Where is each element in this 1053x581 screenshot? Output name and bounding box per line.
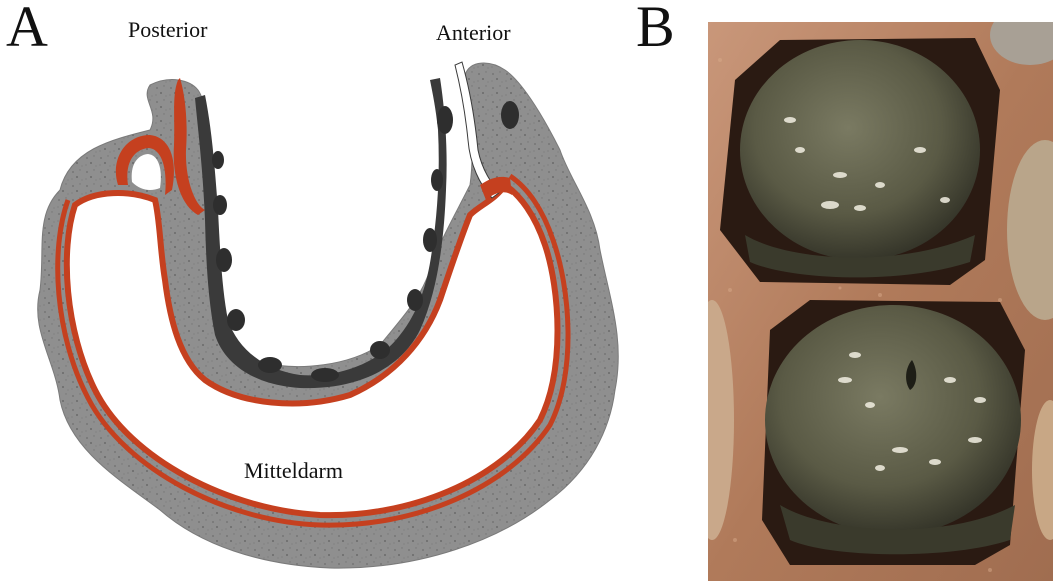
nerve-cord <box>195 78 447 388</box>
larva-top <box>740 40 980 260</box>
label-posterior: Posterior <box>128 17 207 43</box>
panel-b-letter: B <box>636 0 675 56</box>
embryo-diagram <box>38 62 619 568</box>
label-midgut: Mitteldarm <box>244 458 343 484</box>
larva-bottom <box>765 305 1021 535</box>
neighbor-cell-left <box>690 300 734 540</box>
comb-photo <box>690 5 1053 581</box>
label-anterior: Anterior <box>436 20 511 46</box>
panel-a-letter: A <box>6 0 48 56</box>
